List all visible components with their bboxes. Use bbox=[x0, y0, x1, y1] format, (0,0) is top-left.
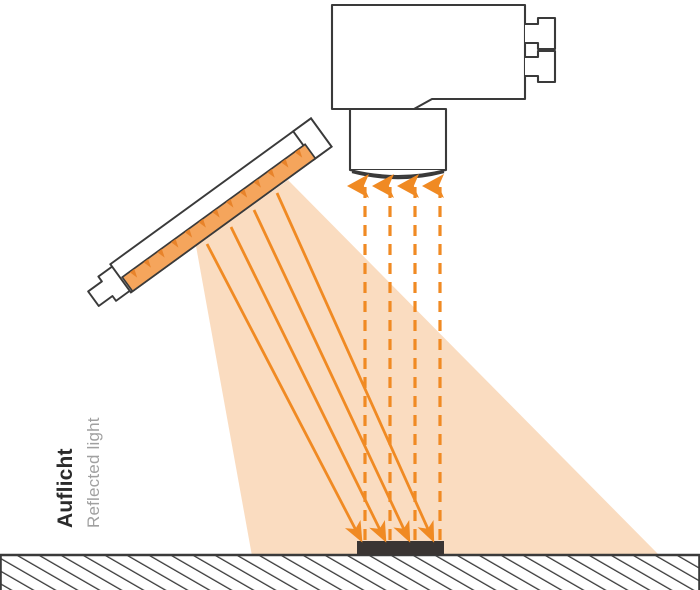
led-dot bbox=[184, 228, 193, 238]
led-dot bbox=[267, 169, 275, 178]
led-dot bbox=[239, 189, 248, 198]
incident-light-rays bbox=[205, 192, 435, 543]
led-emitter-strip bbox=[121, 143, 317, 293]
led-dot bbox=[212, 209, 220, 218]
incident-ray bbox=[229, 226, 387, 543]
incident-ray bbox=[252, 209, 411, 543]
lens-barrel bbox=[348, 107, 448, 178]
specimen-block bbox=[357, 541, 444, 555]
camera-body bbox=[330, 3, 527, 111]
led-dot bbox=[226, 199, 234, 208]
led-dot bbox=[281, 159, 289, 168]
led-dot bbox=[253, 179, 261, 188]
led-dot bbox=[129, 268, 138, 278]
connector-tab-lower bbox=[525, 49, 557, 84]
led-dot bbox=[157, 248, 165, 258]
incident-ray bbox=[205, 243, 363, 543]
led-dot bbox=[143, 258, 151, 268]
connector-tab-upper bbox=[525, 16, 557, 51]
led-dot bbox=[294, 149, 303, 158]
led-dot bbox=[198, 219, 206, 228]
led-dot bbox=[171, 238, 179, 248]
led-light-bar bbox=[87, 117, 333, 307]
reflected-light-rays bbox=[347, 174, 444, 540]
ground-surface bbox=[0, 553, 700, 590]
led-dots bbox=[129, 149, 303, 278]
incident-ray bbox=[275, 192, 435, 543]
